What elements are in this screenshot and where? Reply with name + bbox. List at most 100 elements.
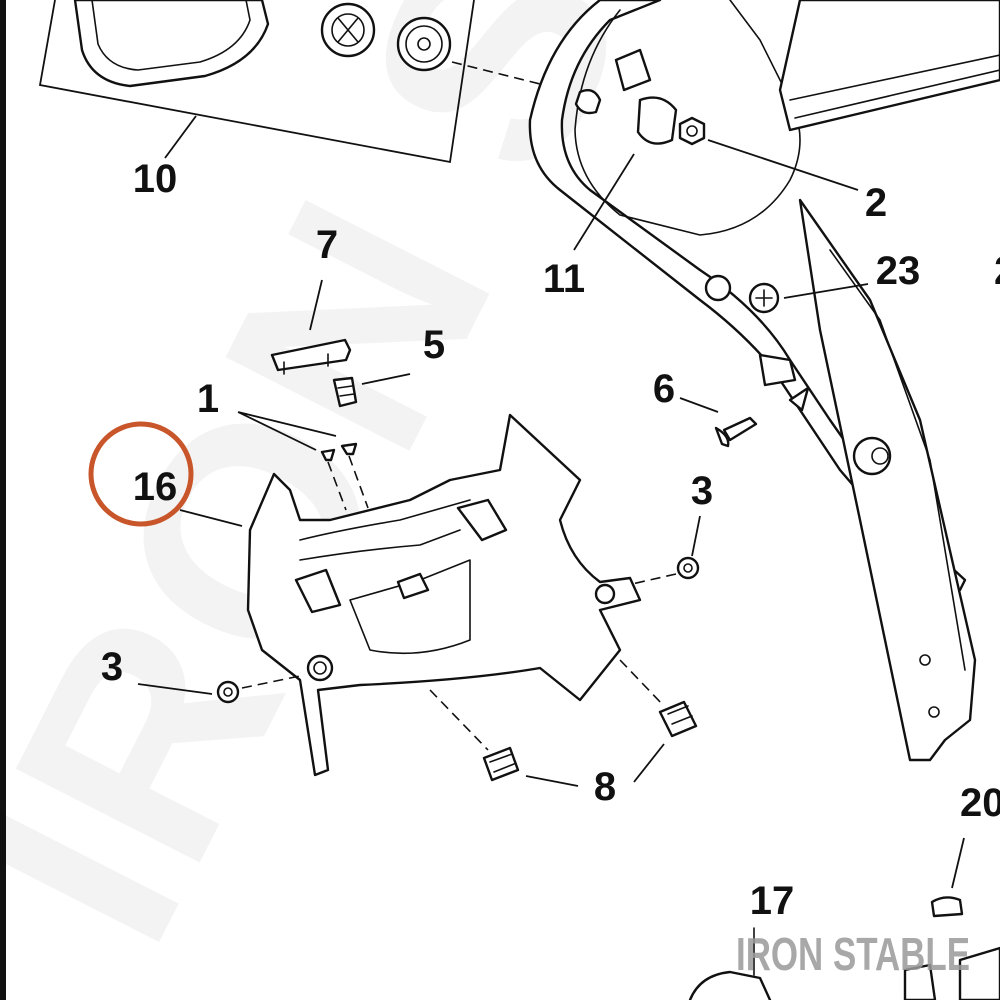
fairing-inner-cutout: [574, 0, 801, 236]
callout-5: 5: [423, 323, 445, 367]
callout-1: 1: [197, 377, 219, 421]
part-20-17-group: [688, 837, 1000, 1000]
part-2-nut: [678, 116, 859, 191]
leader-1: [237, 411, 337, 451]
nut-3-left-hole: [223, 687, 233, 697]
leader-16: [179, 509, 243, 527]
part-23-screw: [748, 282, 869, 314]
part-17: [688, 970, 772, 1000]
nut-3-right: [676, 556, 700, 580]
watermark-footer: IRON STABLE: [736, 928, 970, 980]
dash-3-left: [241, 675, 301, 689]
leader-2: [707, 139, 859, 191]
part-10-box: [38, 0, 475, 164]
clip-8a: [482, 746, 520, 782]
rivet-6-shank: [722, 416, 758, 442]
clip-8b: [658, 700, 698, 738]
cover-16-clip-c: [396, 572, 430, 600]
callout-7: 7: [316, 223, 338, 267]
mirror-mount-cross: [337, 17, 359, 43]
callout-8: 8: [594, 765, 616, 809]
mirror-dash-line: [451, 61, 549, 87]
cover-16-ribs: [299, 499, 471, 561]
part-8-clips: [429, 659, 698, 787]
callout-23: 23: [876, 249, 921, 293]
fairing-clip-b: [758, 353, 797, 387]
clip-5-ribs: [337, 385, 355, 397]
bracket-7-tabs: [283, 353, 329, 375]
callout-11: 11: [543, 257, 585, 301]
fairing-clip-a: [614, 48, 652, 92]
leader-8: [525, 743, 665, 787]
callout-6: 6: [653, 367, 675, 411]
screw-1a: [320, 448, 336, 462]
nut-2-hole: [686, 125, 698, 137]
fairing-hole-2: [928, 706, 940, 718]
leader-3-right: [691, 515, 701, 557]
part-5-clip: [332, 373, 411, 408]
part-16-inner-cover: [179, 413, 642, 777]
mirror-glass-inner: [91, 0, 251, 71]
clip-8a-ribs: [489, 753, 515, 773]
mirror-washer-hole: [417, 37, 431, 51]
part-3-nut-left: [137, 675, 301, 704]
callout-2: 2: [865, 181, 887, 225]
cover-16-body: [246, 413, 642, 777]
dash-3-right: [631, 573, 677, 585]
fairing-pin: [788, 386, 810, 412]
part-20-connector: [903, 963, 937, 1000]
leader-23: [783, 283, 869, 299]
mirror-washer-inner: [405, 25, 443, 63]
cover-16-clip-a: [456, 498, 508, 542]
mirror-mount-knob-inner: [331, 13, 365, 47]
part-3-nut-right: [631, 515, 701, 585]
part-11-nut-mount: [636, 96, 678, 145]
nut-2: [678, 116, 706, 146]
fairing-top-rail: [778, 0, 1000, 132]
callout-3-left: 3: [101, 645, 123, 689]
part-7-bracket: [270, 279, 352, 375]
fairing-lower-crease: [829, 249, 966, 671]
callout-16: 16: [133, 465, 178, 509]
fairing-left-mount: [574, 89, 602, 115]
fairing-lower-panel: [798, 198, 977, 762]
rivet-6-head: [714, 426, 730, 448]
leader-6: [679, 397, 719, 413]
fairing-hole-1: [919, 654, 931, 666]
part-20: [930, 896, 964, 918]
leader-5: [361, 373, 411, 385]
left-border: [0, 0, 6, 1000]
cover-16-pocket: [349, 559, 471, 655]
watermark-large: IRON ST: [0, 0, 778, 989]
nut-3-right-hole: [683, 563, 693, 573]
callout-edge-2: 2: [994, 249, 1000, 293]
clip-5: [332, 376, 358, 408]
callout-20: 20: [960, 781, 1000, 825]
screw-1b: [340, 442, 358, 456]
part-10-mirror-assembly: [38, 0, 549, 164]
part-20-housing: [958, 946, 1000, 1000]
dash-8: [429, 659, 665, 751]
part-11-fairing-panel: [528, 0, 1000, 762]
clip-8b-ribs: [667, 705, 693, 725]
fairing-top-rail-lines: [789, 54, 1000, 119]
callout-10: 10: [133, 157, 178, 201]
highlight-circle-16: [88, 421, 194, 527]
cover-16-clip-b: [294, 568, 342, 614]
cover-16-boss-left: [306, 654, 334, 682]
nut-3-left: [216, 680, 240, 704]
part-6-push-rivet: [679, 397, 758, 448]
leader-3-left: [137, 683, 213, 695]
bracket-7: [270, 338, 352, 372]
fairing-grommet-inner: [871, 447, 889, 465]
screw-dash-lines: [327, 455, 369, 511]
cover-16-boss-left-inner: [313, 661, 327, 675]
mirror-glass: [73, 0, 270, 88]
leader-20: [951, 837, 965, 889]
callout-3-right: 3: [691, 469, 713, 513]
part-1-screws: [237, 411, 369, 511]
screw-23-slot: [755, 289, 773, 307]
leader-7: [309, 279, 323, 331]
